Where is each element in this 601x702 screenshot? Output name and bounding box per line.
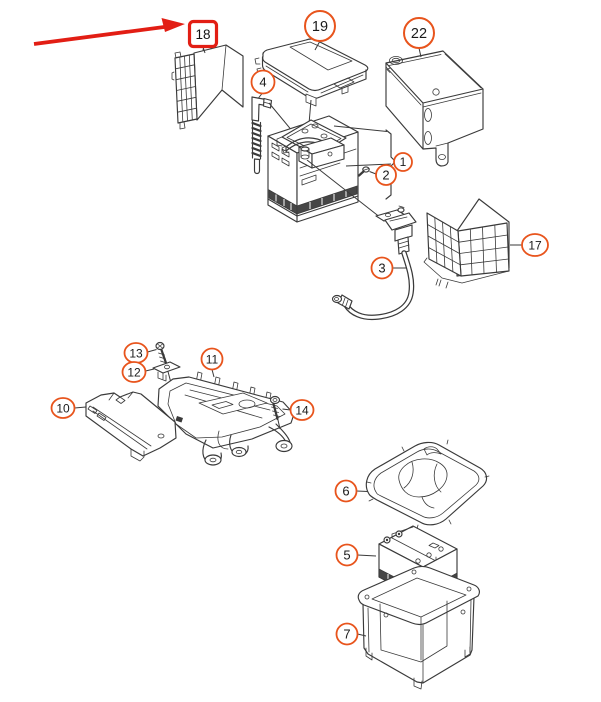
callout-3-label: 3 xyxy=(378,261,385,276)
callout-14[interactable]: 14 xyxy=(289,399,315,421)
part-4-vent-rod-drawing xyxy=(251,96,304,175)
callout-18-highlighted[interactable]: 18 xyxy=(187,19,219,49)
callout-2[interactable]: 2 xyxy=(375,164,397,186)
callout-1-label: 1 xyxy=(400,155,407,169)
callout-10-label: 10 xyxy=(56,402,70,416)
callout-7[interactable]: 7 xyxy=(335,622,359,646)
callout-5[interactable]: 5 xyxy=(335,543,359,567)
part-2-bolt-drawing xyxy=(357,166,370,177)
callout-7-label: 7 xyxy=(343,627,350,642)
callout-17-label: 17 xyxy=(528,239,542,253)
part-22-battery-drawing xyxy=(385,50,484,167)
callout-4-label: 4 xyxy=(259,75,266,90)
callout-13-label: 13 xyxy=(129,347,143,361)
part-18-cover-panel-drawing xyxy=(171,43,244,130)
part-7-battery-box-drawing xyxy=(357,565,480,690)
part-17-insulation-box-drawing xyxy=(423,198,510,289)
callout-4[interactable]: 4 xyxy=(250,69,276,95)
red-arrow-icon xyxy=(33,18,185,46)
callout-18-label: 18 xyxy=(195,27,210,42)
part-11-battery-tray-drawing xyxy=(157,371,295,466)
callout-12[interactable]: 12 xyxy=(121,361,147,383)
callout-3[interactable]: 3 xyxy=(370,256,394,280)
callout-leader-lines xyxy=(74,40,522,637)
callout-6[interactable]: 6 xyxy=(334,479,358,503)
callout-22-label: 22 xyxy=(411,26,427,42)
callout-10[interactable]: 10 xyxy=(50,397,76,419)
part-10-side-bracket-drawing xyxy=(85,391,177,462)
callout-11-label: 11 xyxy=(206,353,219,367)
callout-19-label: 19 xyxy=(312,19,328,35)
callout-1[interactable]: 1 xyxy=(393,152,413,172)
callout-2-label: 2 xyxy=(382,168,389,183)
callout-11[interactable]: 11 xyxy=(200,347,224,371)
callout-13[interactable]: 13 xyxy=(123,342,149,364)
callout-22[interactable]: 22 xyxy=(403,17,435,49)
callout-12-label: 12 xyxy=(127,366,141,380)
part-14-bolt-drawing xyxy=(269,395,281,430)
part-12-clamp-bracket-drawing xyxy=(152,361,181,382)
part-1-battery-assembly-drawing xyxy=(267,115,397,223)
callout-14-label: 14 xyxy=(295,404,309,418)
callout-5-label: 5 xyxy=(343,548,350,563)
part-6-tray-lid-drawing xyxy=(365,439,490,530)
part-3-ground-cable-drawing xyxy=(331,205,417,321)
callout-19[interactable]: 19 xyxy=(304,10,336,42)
callout-17[interactable]: 17 xyxy=(521,233,549,257)
callout-6-label: 6 xyxy=(342,484,349,499)
